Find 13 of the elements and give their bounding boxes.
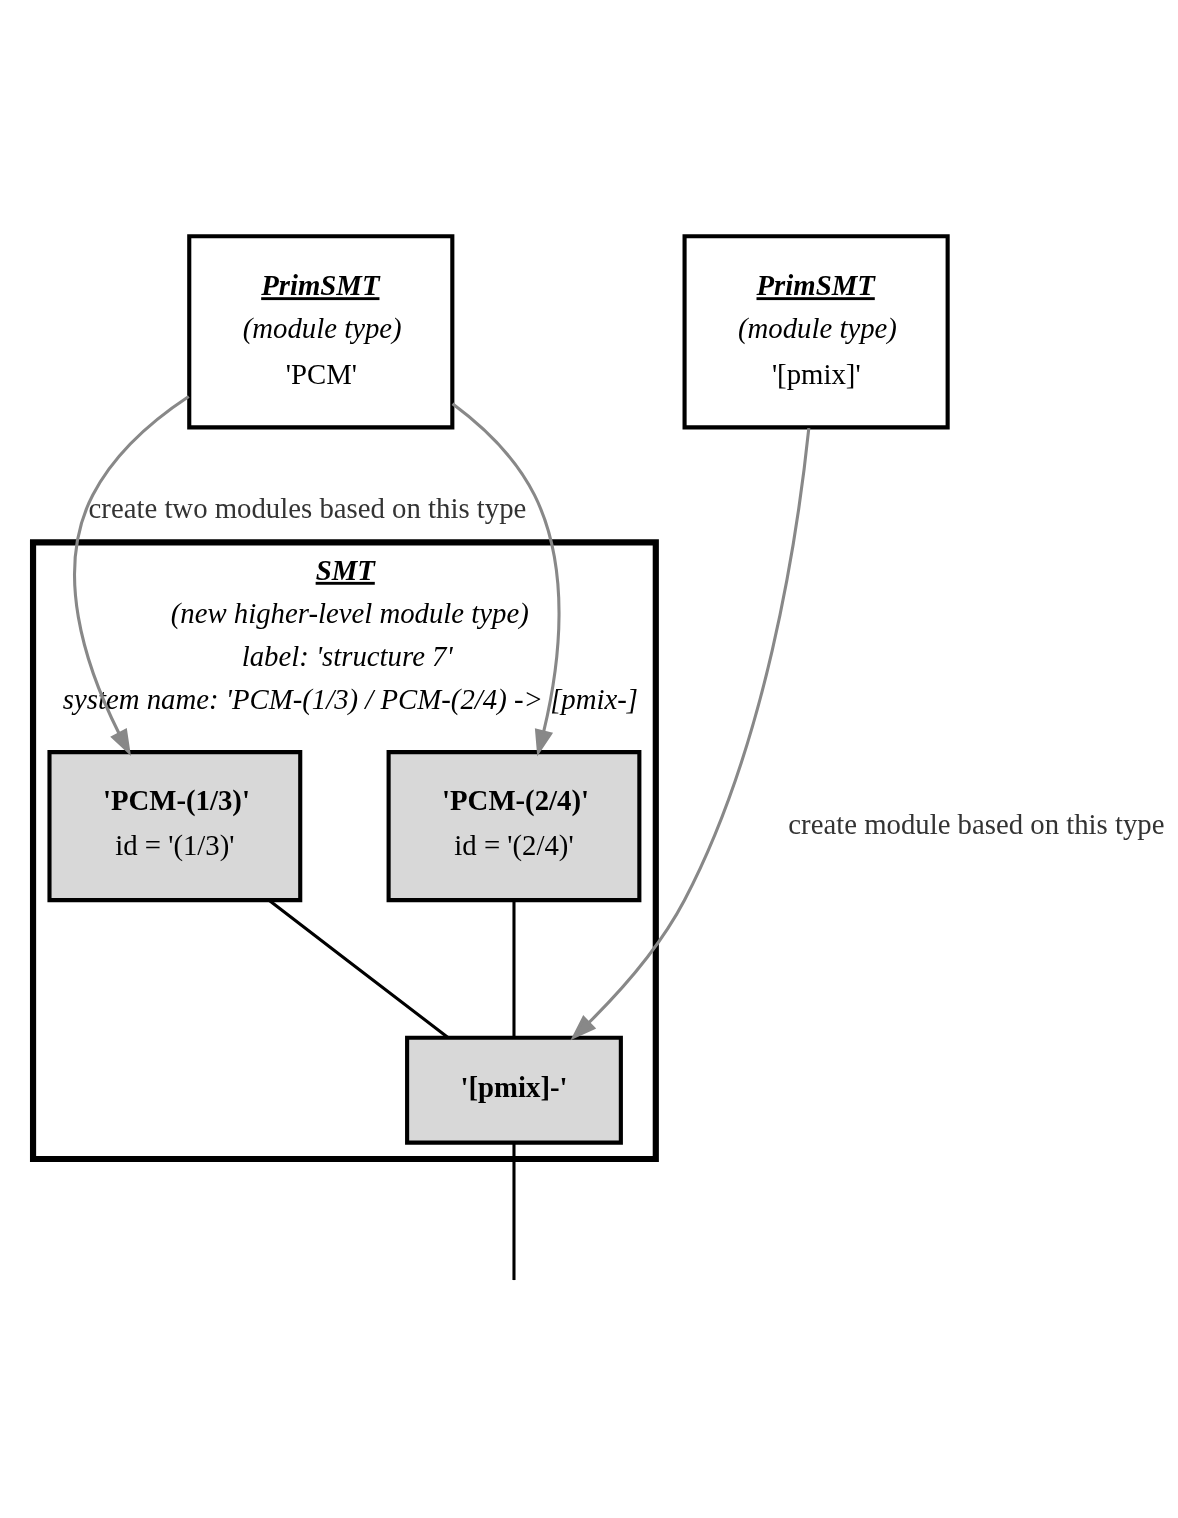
connector	[512, 900, 516, 1038]
connector	[268, 899, 449, 1039]
arrow	[451, 402, 561, 757]
node-box: PrimSMT (module type) '[pmix]'	[682, 234, 950, 430]
edge-label: create module based on this type	[788, 807, 1165, 840]
node-box: '[pmix]-'	[405, 1035, 623, 1145]
arrow	[570, 427, 811, 1041]
node-box: 'PCM-(2/4)' id = '(2/4)'	[386, 750, 642, 903]
arrow	[73, 395, 190, 757]
node-box: 'PCM-(1/3)' id = '(1/3)'	[47, 750, 303, 903]
node-box: PrimSMT (module type) 'PCM'	[187, 234, 455, 430]
edge-label: create two modules based on this type	[88, 492, 527, 525]
connector	[512, 1142, 516, 1281]
